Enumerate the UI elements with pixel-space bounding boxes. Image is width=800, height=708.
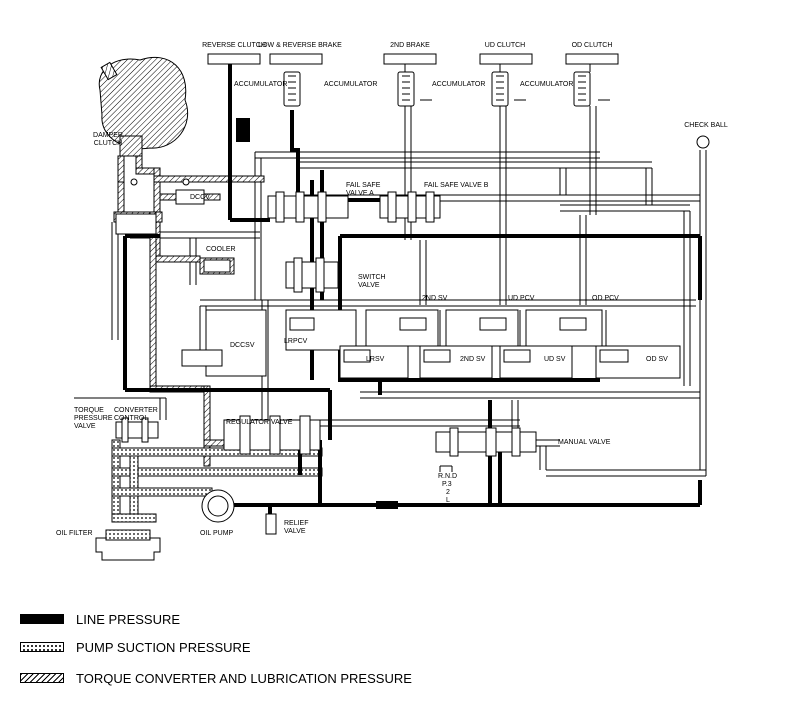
clutch-pads — [207, 53, 619, 65]
check-ball-label: CHECK BALL — [684, 122, 728, 129]
dccv-spool — [175, 189, 205, 205]
lrsv-label: LRSV — [366, 356, 385, 363]
2nd-sv-lower-label: 2ND SV — [460, 356, 486, 363]
accumulator-label-2: ACCUMULATOR — [324, 81, 378, 88]
relief-valve-icon — [265, 513, 277, 535]
clutch-label: CLUTCH — [93, 140, 123, 147]
manual-valve-label: MANUAL VALVE — [558, 439, 611, 446]
converter-label: CONVERTER — [114, 407, 158, 414]
solenoid-boxes — [181, 309, 681, 379]
dccv-valve — [115, 213, 157, 235]
torque-label: TORQUE — [74, 407, 104, 414]
cooler-icon — [203, 259, 231, 273]
dccsv-spool — [181, 349, 223, 367]
2nd-sv-label: 2ND SV — [422, 295, 448, 302]
check-ball-icon — [696, 135, 710, 149]
reverse-accumulator — [236, 118, 250, 142]
line-pressure-swatch — [20, 614, 64, 624]
dccsv-label: DCCSV — [230, 342, 255, 349]
range-bracket — [439, 465, 453, 472]
range-p3-label: P.3 — [442, 481, 452, 488]
oil-pump-label: OIL PUMP — [200, 530, 234, 537]
range-2-label: 2 — [446, 489, 450, 496]
od-clutch-label: OD CLUTCH — [571, 42, 613, 49]
switch-label: SWITCH — [358, 274, 386, 281]
torque-valve-label: VALVE — [74, 423, 96, 430]
second-brake-label: 2ND BRAKE — [390, 42, 430, 49]
fail-safe-valve-b-label: FAIL SAFE VALVE B — [424, 182, 489, 189]
spool-valves — [115, 189, 537, 457]
reverse-clutch-label: REVERSE CLUTCH — [202, 42, 266, 49]
control-label: CONTROL — [114, 415, 149, 422]
regulator-valve-label: REGULATOR VALVE — [226, 419, 293, 426]
damper-label: DAMPER — [93, 132, 123, 139]
range-rnd-label: R.N.D — [438, 473, 458, 480]
range-l-label: L — [446, 497, 450, 504]
oil-filter-icon — [95, 537, 161, 561]
ud-pcv-label: UD PCV — [508, 295, 535, 302]
orifice-block — [376, 501, 398, 509]
accumulator-label-3: ACCUMULATOR — [432, 81, 486, 88]
gauge-icon — [182, 178, 190, 186]
pump-suction-swatch — [20, 642, 64, 652]
dccv-label: DCCV — [190, 194, 210, 201]
clutch-supply-lines — [404, 64, 610, 240]
legend-item-torque-converter: TORQUE CONVERTER AND LUBRICATION PRESSUR… — [20, 669, 412, 687]
cooler-label: COOLER — [206, 246, 236, 253]
switch-valve-label: VALVE — [358, 282, 380, 289]
lrpcv-box — [285, 309, 357, 351]
accumulators — [283, 71, 591, 107]
legend-label: LINE PRESSURE — [76, 611, 181, 627]
torque-converter-swatch — [20, 673, 64, 683]
second-brake-pad — [383, 53, 437, 65]
od-clutch-pad — [565, 53, 619, 65]
accumulator-label-4: ACCUMULATOR — [520, 81, 574, 88]
legend-label: PUMP SUCTION PRESSURE — [76, 639, 251, 655]
ud-clutch-label: UD CLUTCH — [484, 42, 526, 49]
gauge-icon — [130, 178, 138, 186]
ud-sv-label: UD SV — [544, 356, 566, 363]
pressure-label: PRESSURE — [74, 415, 113, 422]
accumulator-label-1: ACCUMULATOR — [234, 81, 288, 88]
ud-clutch-pad — [479, 53, 533, 65]
legend-label: TORQUE CONVERTER AND LUBRICATION PRESSUR… — [76, 670, 412, 686]
od-pcv-label: OD PCV — [592, 295, 619, 302]
fail-safe-valve-a — [267, 195, 349, 219]
low-reverse-brake-label: LOW & REVERSE BRAKE — [258, 42, 342, 49]
valve-a-label: VALVE A — [346, 190, 374, 197]
relief-label: RELIEF — [284, 520, 309, 527]
fail-safe-label: FAIL SAFE — [346, 182, 381, 189]
reverse-clutch-pad — [207, 53, 261, 65]
relief-valve-label: VALVE — [284, 528, 306, 535]
lrpcv-label: LRPCV — [284, 338, 308, 345]
legend-item-pump-suction: PUMP SUCTION PRESSURE — [20, 638, 251, 656]
low-reverse-brake-pad — [269, 53, 323, 65]
od-sv-label: OD SV — [646, 356, 668, 363]
legend-item-line-pressure: LINE PRESSURE — [20, 610, 180, 628]
oil-filter-label: OIL FILTER — [56, 530, 93, 537]
